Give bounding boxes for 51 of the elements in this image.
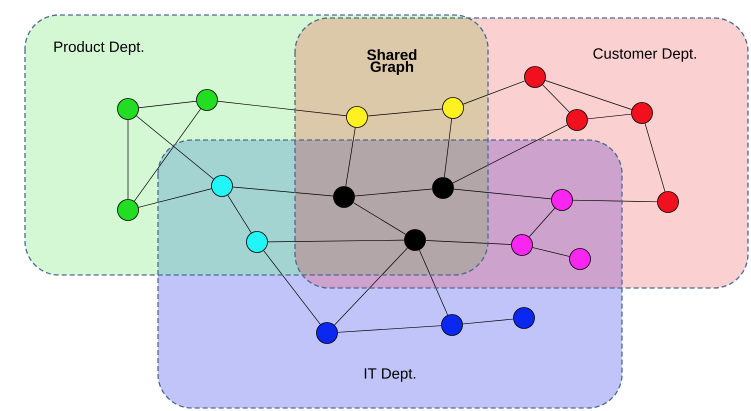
connector-line xyxy=(462,318,514,324)
graph-vertex xyxy=(432,177,454,199)
connector-line xyxy=(136,116,214,180)
graph-vertex xyxy=(404,229,426,251)
graph-vertex xyxy=(631,102,653,124)
graph-vertex xyxy=(117,199,139,221)
connector-line xyxy=(419,250,448,316)
graph-vertex xyxy=(196,89,218,111)
connector-line xyxy=(138,100,196,108)
connector-line xyxy=(545,80,632,110)
graph-vertex xyxy=(346,106,368,128)
graph-vertex xyxy=(524,66,546,88)
connector-line xyxy=(426,240,512,245)
graph-vertex xyxy=(657,191,679,213)
connector-line xyxy=(368,108,442,116)
graph-vertex xyxy=(551,189,573,211)
graph-vertex xyxy=(316,322,338,344)
connector-line xyxy=(353,202,406,235)
connector-line xyxy=(452,124,568,184)
graph-vertex xyxy=(246,231,268,253)
connector-line xyxy=(572,200,658,202)
connector-line xyxy=(334,248,408,326)
graph-vertex xyxy=(441,314,463,336)
connector-line xyxy=(542,84,570,112)
connector-line xyxy=(644,123,666,192)
department-region: IT Dept. xyxy=(157,139,623,409)
graph-vertex xyxy=(513,307,535,329)
graph-vertex xyxy=(442,97,464,119)
connector-line xyxy=(444,118,452,178)
connector-line xyxy=(218,100,346,116)
graph-vertex xyxy=(333,186,355,208)
connector-line xyxy=(528,208,556,238)
overlap-label: Shared Graph xyxy=(367,49,416,75)
graph-vertex xyxy=(117,98,139,120)
connector-line xyxy=(134,108,201,202)
graph-vertex xyxy=(569,248,591,270)
connector-line xyxy=(345,128,356,186)
connector-line xyxy=(532,247,570,257)
connector-line xyxy=(354,188,432,196)
connector-line xyxy=(338,325,442,333)
connector-line xyxy=(227,194,252,234)
graph-vertex xyxy=(211,175,233,197)
connector-line xyxy=(588,114,632,120)
connector-line xyxy=(138,188,212,208)
graph-vertex xyxy=(511,234,533,256)
graph-vertex xyxy=(566,109,588,131)
connector-line xyxy=(263,250,321,325)
connector-line xyxy=(232,186,334,196)
connector-line xyxy=(462,80,526,104)
connector-line xyxy=(268,240,404,242)
connector-line xyxy=(454,188,552,200)
